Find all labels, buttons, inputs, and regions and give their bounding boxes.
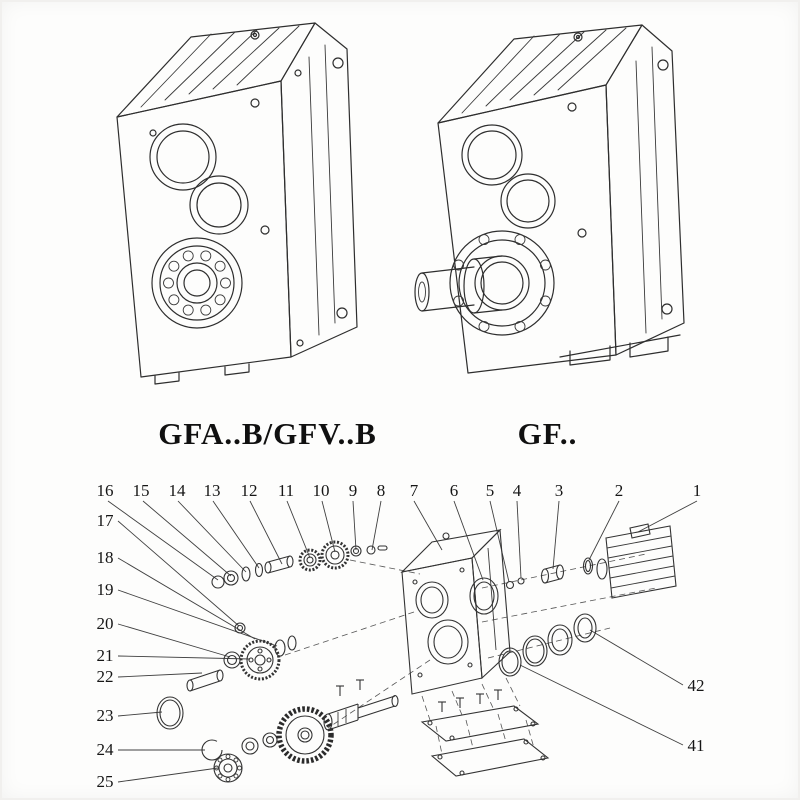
exploded-view-diagram: 16 15 14 13 12 11 10 9 8 7 6 5 4 3 2 1 1… [97,481,705,791]
callout-7: 7 [410,481,419,500]
callout-22: 22 [97,667,114,686]
model-label-left: GFA..B/GFV..B [158,416,377,451]
callout-42: 42 [688,676,705,695]
input-bores [149,123,249,235]
gearbox-right-drawing [414,24,685,374]
cooling-fins [461,27,627,114]
callout-25: 25 [97,772,114,791]
input-shaft-parts [211,540,388,589]
callout-18: 18 [97,548,114,567]
assembly-axis-lines [284,553,657,755]
cooling-fins [140,25,300,108]
callout-13: 13 [204,481,221,500]
gearbox-right-body [414,24,685,374]
callout-2: 2 [615,481,624,500]
input-bores [461,124,556,229]
output-bearing [151,237,243,329]
callout-24: 24 [97,740,115,759]
callout-17: 17 [97,511,115,530]
callout-16: 16 [97,481,114,500]
callout-12: 12 [241,481,258,500]
callout-11: 11 [278,481,294,500]
intermediate-gear-set [186,622,297,692]
output-gear-set [156,679,399,783]
callout-6: 6 [450,481,459,500]
callout-4: 4 [513,481,522,500]
callout-20: 20 [97,614,114,633]
callout-41: 41 [688,736,705,755]
motor-assembly [469,523,677,615]
callout-15: 15 [133,481,150,500]
callout-10: 10 [313,481,330,500]
leader-lines [107,500,698,783]
callout-23: 23 [97,706,114,725]
gearbox-left-drawing [116,22,358,385]
callout-19: 19 [97,580,114,599]
gearbox-left-body [116,22,358,385]
model-label-right: GF.. [517,416,578,451]
callout-9: 9 [349,481,358,500]
callout-3: 3 [555,481,564,500]
gear-housing [400,528,511,695]
output-flange-and-shaft [414,230,555,336]
motor-fins [606,535,676,589]
callout-8: 8 [377,481,386,500]
callout-numbers: 16 15 14 13 12 11 10 9 8 7 6 5 4 3 2 1 1… [97,481,705,791]
gasket-and-cover [420,689,550,777]
callout-1: 1 [693,481,702,500]
callout-5: 5 [486,481,495,500]
retaining-rings [498,613,597,677]
callout-21: 21 [97,646,114,665]
callout-14: 14 [169,481,187,500]
